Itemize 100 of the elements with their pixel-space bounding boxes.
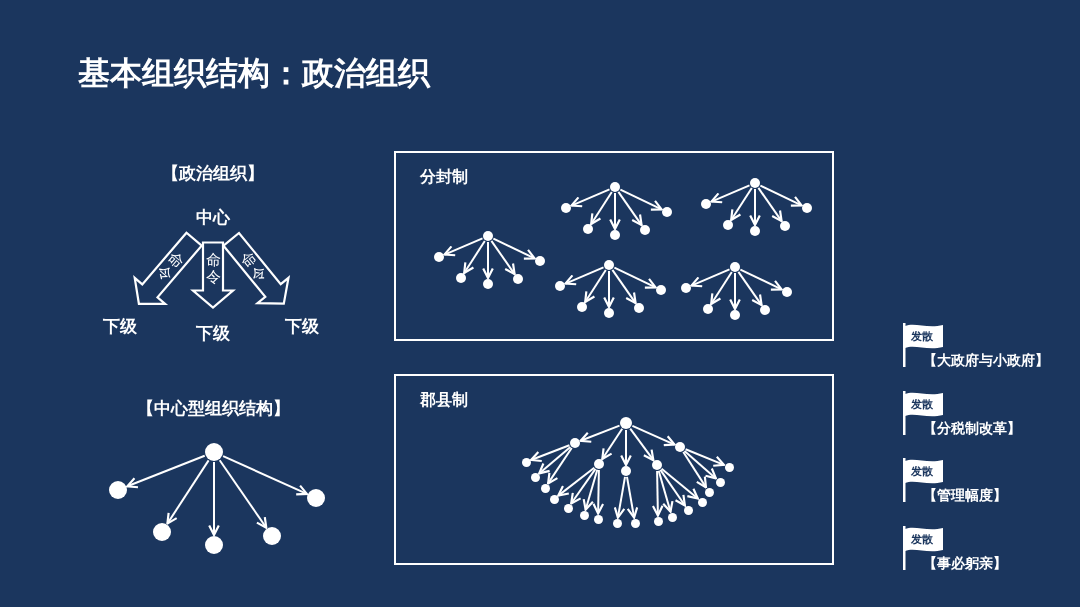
arrow — [617, 190, 643, 227]
block-arrow — [133, 231, 204, 305]
dot-node — [593, 514, 603, 524]
arrow — [570, 188, 611, 208]
dot-node — [620, 417, 632, 429]
dot-node — [535, 256, 545, 266]
dot-node — [640, 225, 650, 235]
dot-node — [205, 536, 223, 554]
arrow — [749, 188, 761, 227]
arrow — [682, 451, 708, 489]
dot-node — [612, 518, 622, 528]
dot-node — [701, 199, 711, 209]
section-heading: 【政治组织】 — [162, 161, 264, 185]
arrow — [620, 429, 632, 467]
topic-label: 【事必躬亲】 — [923, 555, 1007, 573]
group-frame — [394, 151, 834, 341]
arrow — [222, 455, 308, 496]
arrow — [710, 184, 751, 204]
dot-node — [513, 274, 523, 284]
section-heading: 【中心型组织结构】 — [136, 396, 290, 420]
dot-node — [109, 481, 127, 499]
dot-node — [621, 466, 631, 476]
dot-node — [579, 510, 589, 520]
arrow — [579, 424, 621, 443]
dot-node — [530, 472, 540, 482]
dot-node — [750, 178, 760, 188]
arrow — [601, 427, 624, 461]
dot-node — [483, 279, 493, 289]
slide-title: 基本组织结构：政治组织 — [78, 53, 430, 94]
arrow — [660, 467, 699, 500]
dot-node — [577, 302, 587, 312]
topic-label: 【分税制改革】 — [923, 420, 1021, 438]
arrow — [218, 459, 268, 529]
dot-node — [521, 457, 531, 467]
dot-node — [307, 489, 325, 507]
dot-node — [683, 505, 693, 515]
arrow — [208, 461, 220, 537]
dot-node — [653, 516, 663, 526]
arrow — [557, 466, 596, 497]
arrow — [592, 469, 605, 515]
dot-node — [760, 305, 770, 315]
dot-node — [483, 231, 493, 241]
arrow — [629, 427, 655, 462]
arrow — [710, 271, 733, 306]
dot-node — [802, 203, 812, 213]
dot-node — [652, 460, 662, 470]
dot-node — [634, 303, 644, 313]
dot-node — [561, 203, 571, 213]
dot-node — [730, 310, 740, 320]
dot-node — [604, 260, 614, 270]
dot-node — [724, 462, 734, 472]
block-arrow — [190, 241, 236, 309]
group-title: 郡县制 — [420, 390, 468, 411]
dot-node — [723, 220, 733, 230]
flag-label: 发散 — [911, 532, 933, 547]
dot-node — [434, 252, 444, 262]
arrow — [737, 270, 763, 307]
topic-label: 【大政府与小政府】 — [923, 352, 1049, 370]
dot-node — [730, 262, 740, 272]
dot-node — [263, 527, 281, 545]
dot-node — [667, 512, 677, 522]
dot-node — [205, 443, 223, 461]
flag-label: 发散 — [911, 464, 933, 479]
arrow — [570, 467, 597, 505]
dot-node — [153, 523, 171, 541]
arrow — [683, 450, 717, 480]
arrow — [564, 266, 605, 286]
dot-node — [630, 518, 640, 528]
arrow — [729, 272, 741, 311]
topic-label: 【管理幅度】 — [923, 487, 1007, 505]
arrow — [482, 241, 494, 280]
arrow — [613, 266, 657, 289]
arrow — [626, 475, 639, 519]
arrow — [631, 424, 676, 447]
arrow — [651, 470, 664, 517]
dot-node — [594, 459, 604, 469]
dot-node — [563, 503, 573, 513]
arrow — [584, 269, 607, 304]
dot-node — [782, 287, 792, 297]
dot-node — [750, 226, 760, 236]
center-label: 中心 — [196, 205, 230, 229]
dot-node — [675, 442, 685, 452]
dot-node — [704, 487, 714, 497]
dot-node — [715, 477, 725, 487]
dot-node — [610, 182, 620, 192]
dot-node — [703, 304, 713, 314]
flag-label: 发散 — [911, 397, 933, 412]
arrow — [538, 445, 572, 475]
edge-label: 命令 — [205, 251, 221, 287]
dot-node — [780, 221, 790, 231]
arrow — [739, 268, 783, 291]
arrow — [530, 444, 571, 463]
arrow — [463, 240, 486, 275]
dot-node — [583, 224, 593, 234]
arrow — [590, 191, 613, 226]
dot-node — [555, 281, 565, 291]
arrow — [619, 188, 663, 211]
flag-label: 发散 — [911, 329, 933, 344]
block-arrow — [221, 231, 291, 305]
dot-node — [549, 494, 559, 504]
